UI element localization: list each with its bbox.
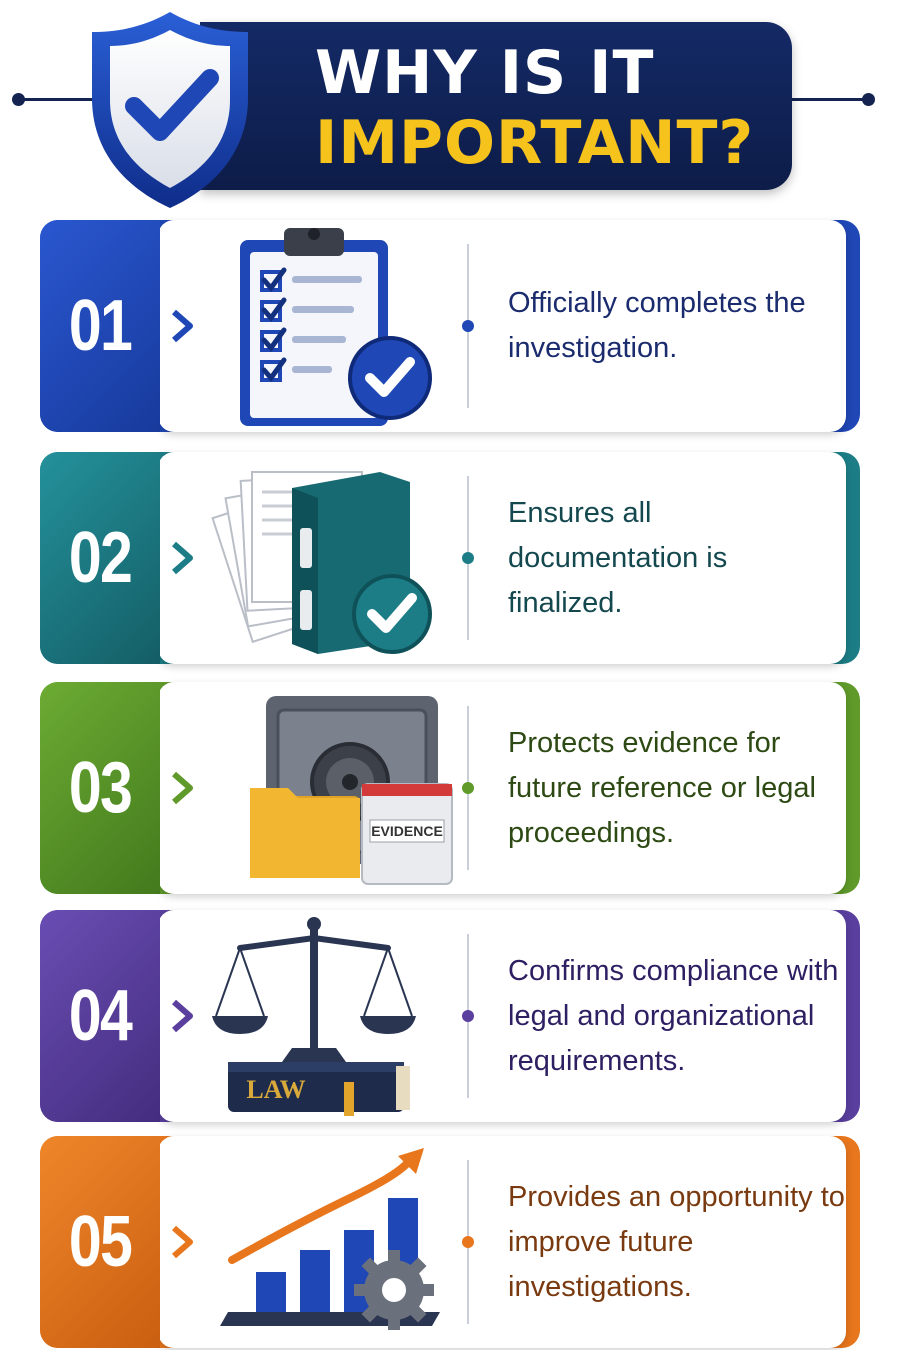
header: WHY IS IT IMPORTANT? (0, 0, 900, 215)
clipboard-checklist-icon (240, 228, 432, 426)
item-number: 03 (68, 748, 133, 828)
divider-dot (462, 1010, 474, 1022)
item-description: Officially completes the investigation. (508, 220, 848, 432)
divider-dot (462, 320, 474, 332)
item-number: 02 (68, 518, 133, 598)
growth-chart-gear-icon (220, 1148, 440, 1330)
item-description: Confirms compliance with legal and organ… (508, 910, 848, 1122)
list-item-05: 05 Provides an opportunity to improve fu… (40, 1136, 866, 1348)
title-line-1: WHY IS IT (315, 38, 655, 108)
safe-evidence-icon: EVIDENCE (250, 696, 453, 885)
list-item-04: 04 LAW Confirms compliance with legal an… (40, 910, 866, 1122)
item-text: Confirms compliance with legal and organ… (508, 954, 839, 1077)
chevron-right-icon (172, 309, 193, 343)
evidence-label: EVIDENCE (371, 823, 443, 839)
header-rule-right (790, 98, 868, 101)
shield-check-icon (92, 12, 248, 208)
divider-dot (462, 782, 474, 794)
divider-dot (462, 1236, 474, 1248)
divider-dot (462, 552, 474, 564)
item-description: Ensures all documentation is finalized. (508, 452, 848, 664)
item-description: Provides an opportunity to improve futur… (508, 1136, 848, 1348)
item-number: 04 (68, 976, 133, 1056)
number-badge: 02 (40, 452, 160, 664)
number-badge: 05 (40, 1136, 160, 1348)
title-banner: WHY IS IT IMPORTANT? (200, 22, 792, 190)
item-number: 05 (68, 1202, 133, 1282)
chevron-right-icon (172, 1225, 193, 1259)
document-binder-icon (211, 471, 432, 654)
number-badge: 04 (40, 910, 160, 1122)
title-line-2: IMPORTANT? (315, 108, 755, 178)
chevron-right-icon (172, 999, 193, 1033)
list-item-02: 02 Ensures all documentation is finalize… (40, 452, 866, 664)
item-text: Ensures all documentation is finalized. (508, 496, 728, 619)
header-dot-right (862, 93, 875, 106)
header-dot-left (12, 93, 25, 106)
number-badge: 03 (40, 682, 160, 894)
chevron-right-icon (172, 541, 193, 575)
list-item-03: 03 EVIDENCE Protects evidence for future… (40, 682, 866, 894)
scales-law-book-icon: LAW (212, 917, 416, 1116)
item-description: Protects evidence for future reference o… (508, 682, 848, 894)
book-label: LAW (246, 1075, 305, 1104)
item-text: Protects evidence for future reference o… (508, 726, 816, 849)
number-badge: 01 (40, 220, 160, 432)
header-rule-left (18, 98, 138, 101)
list-item-01: 01 Officially completes the investigatio… (40, 220, 866, 432)
chevron-right-icon (172, 771, 193, 805)
item-text: Provides an opportunity to improve futur… (508, 1180, 845, 1303)
item-number: 01 (68, 286, 133, 366)
item-text: Officially completes the investigation. (508, 287, 806, 364)
